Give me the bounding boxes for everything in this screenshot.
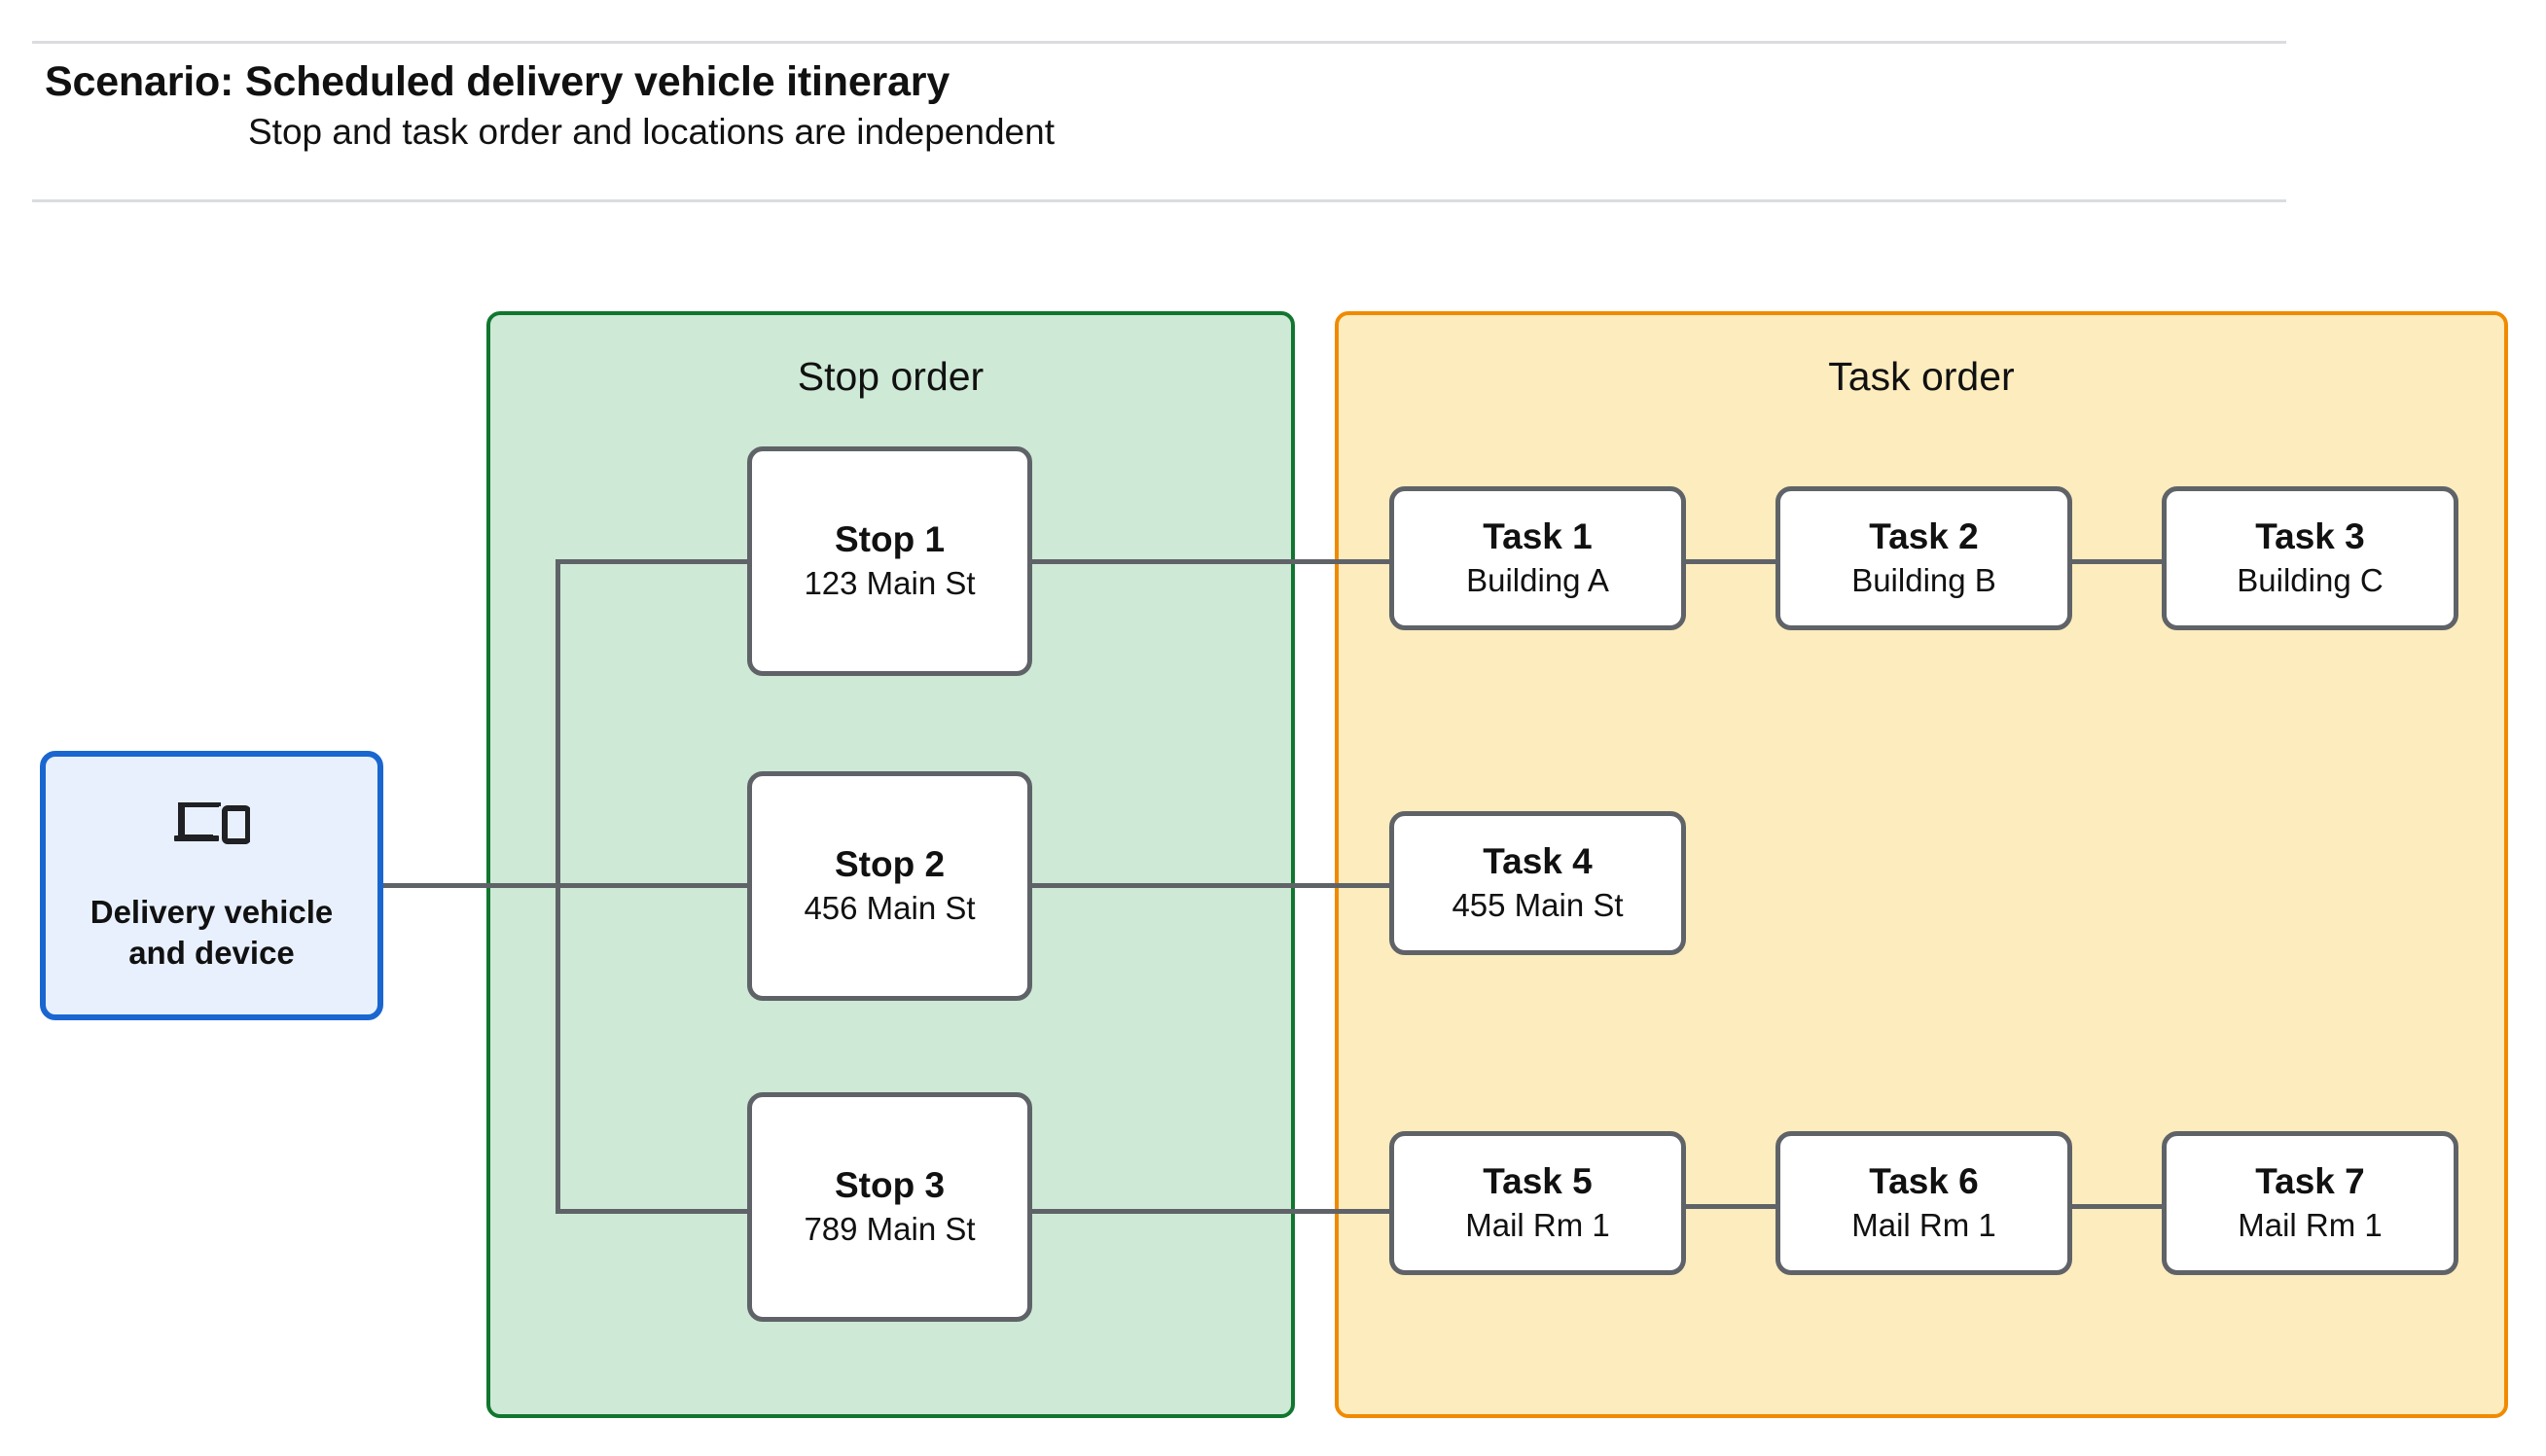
- node-task-3-location: Building C: [2237, 562, 2384, 599]
- node-stop-3[interactable]: Stop 3 789 Main St: [747, 1092, 1032, 1322]
- node-stop-3-location: 789 Main St: [804, 1211, 976, 1248]
- node-stop-2-title: Stop 2: [834, 843, 946, 884]
- header-divider-top: [32, 41, 2286, 44]
- node-task-2[interactable]: Task 2 Building B: [1775, 486, 2072, 630]
- connector-task-1-to-task-2: [1683, 559, 1778, 564]
- group-stop-order-title: Stop order: [797, 354, 985, 399]
- node-task-1[interactable]: Task 1 Building A: [1389, 486, 1686, 630]
- connector-stop-2-to-task-4: [1029, 883, 1392, 888]
- node-task-1-location: Building A: [1466, 562, 1609, 599]
- node-task-4-title: Task 4: [1483, 840, 1593, 881]
- node-stop-1-location: 123 Main St: [804, 565, 976, 602]
- node-stop-3-title: Stop 3: [834, 1164, 946, 1205]
- node-task-5-title: Task 5: [1483, 1160, 1593, 1201]
- connector-trunk-to-stop-3: [556, 1209, 750, 1214]
- node-task-3[interactable]: Task 3 Building C: [2162, 486, 2458, 630]
- node-stop-1[interactable]: Stop 1 123 Main St: [747, 446, 1032, 676]
- page-subtitle: Stop and task order and locations are in…: [248, 112, 1055, 152]
- node-task-5-location: Mail Rm 1: [1465, 1207, 1610, 1244]
- header-divider-bottom: [32, 199, 2286, 202]
- connector-task-2-to-task-3: [2069, 559, 2165, 564]
- node-stop-1-title: Stop 1: [834, 518, 946, 559]
- node-task-5[interactable]: Task 5 Mail Rm 1: [1389, 1131, 1686, 1275]
- node-task-6-title: Task 6: [1869, 1160, 1979, 1201]
- node-vehicle-label: Delivery vehicle and device: [90, 894, 334, 971]
- connector-vehicle-to-stops: [383, 883, 558, 888]
- node-task-6-location: Mail Rm 1: [1851, 1207, 1996, 1244]
- node-task-1-title: Task 1: [1483, 515, 1593, 556]
- node-delivery-vehicle-and-device[interactable]: Delivery vehicle and device: [40, 751, 383, 1020]
- node-stop-2[interactable]: Stop 2 456 Main St: [747, 771, 1032, 1001]
- node-task-7-title: Task 7: [2255, 1160, 2365, 1201]
- node-task-6[interactable]: Task 6 Mail Rm 1: [1775, 1131, 2072, 1275]
- node-task-2-title: Task 2: [1869, 515, 1979, 556]
- node-task-7-location: Mail Rm 1: [2238, 1207, 2383, 1244]
- connector-task-6-to-task-7: [2069, 1204, 2165, 1209]
- node-task-7[interactable]: Task 7 Mail Rm 1: [2162, 1131, 2458, 1275]
- node-task-4[interactable]: Task 4 455 Main St: [1389, 811, 1686, 955]
- devices-laptop-phone-icon: [173, 802, 250, 845]
- node-task-2-location: Building B: [1851, 562, 1996, 599]
- connector-trunk-to-stop-2: [556, 883, 750, 888]
- page-title: Scenario: Scheduled delivery vehicle iti…: [45, 58, 950, 105]
- node-task-4-location: 455 Main St: [1452, 887, 1624, 924]
- connector-stop-1-to-task-1: [1029, 559, 1392, 564]
- connector-stop-3-to-task-5: [1029, 1209, 1392, 1214]
- group-task-order-title: Task order: [1828, 354, 2015, 399]
- connector-trunk-to-stop-1: [556, 559, 750, 564]
- node-stop-2-location: 456 Main St: [804, 890, 976, 927]
- node-task-3-title: Task 3: [2255, 515, 2365, 556]
- connector-task-5-to-task-6: [1683, 1204, 1778, 1209]
